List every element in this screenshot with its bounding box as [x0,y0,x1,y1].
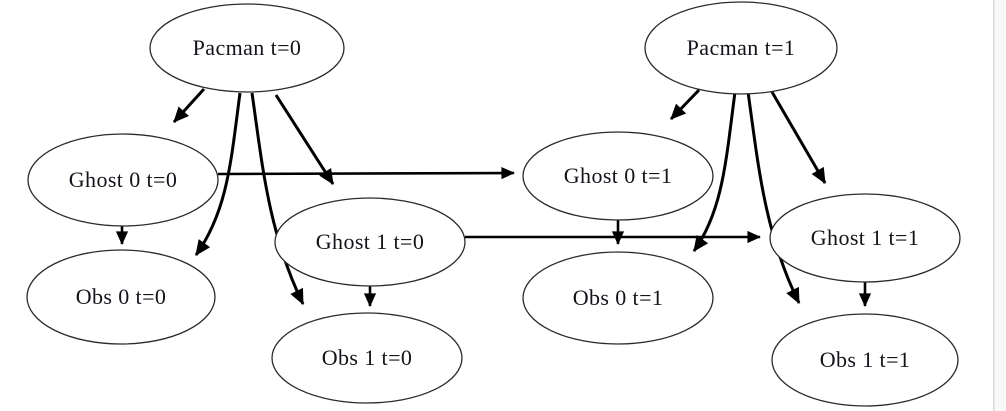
edge-pacman-t1-ghost1-t1 [770,91,827,184]
node-label: Obs 1 t=1 [820,347,911,372]
node-label: Ghost 0 t=1 [564,163,672,188]
node-obs0-t0: Obs 0 t=0 [26,249,216,345]
edge-ghost0-t0-ghost0-t1 [217,166,515,180]
edge-pacman-t1-obs1-t1 [746,91,801,304]
edge-pacman-t0-ghost1-t0 [274,94,335,185]
node-ghost1-t1: Ghost 1 t=1 [769,193,961,283]
node-label: Obs 0 t=1 [573,285,664,310]
node-label: Obs 1 t=0 [322,345,413,370]
node-label: Pacman t=1 [687,35,796,60]
node-label: Ghost 1 t=1 [811,225,919,250]
node-ellipse [26,249,216,345]
edge-pacman-t0-obs0-t0 [194,92,242,256]
edges-group [115,87,872,307]
edge-pacman-t0-ghost0-t0 [172,87,206,124]
node-obs0-t1: Obs 0 t=1 [522,251,714,345]
node-ellipse [149,3,345,93]
node-ellipse [522,131,714,221]
edge-pacman-t0-obs1-t0 [250,92,305,305]
node-label: Ghost 1 t=0 [316,229,424,254]
node-pacman-t0: Pacman t=0 [149,3,345,93]
nodes-group: Pacman t=0 Ghost 0 t=0 Ghost 1 t=0 Obs 0… [26,1,961,407]
node-ellipse [522,251,714,345]
node-ellipse [274,197,466,287]
node-label: Ghost 0 t=0 [69,167,177,192]
node-obs1-t1: Obs 1 t=1 [771,313,959,407]
node-obs1-t0: Obs 1 t=0 [271,312,463,404]
node-ghost1-t0: Ghost 1 t=0 [274,197,466,287]
node-ellipse [271,312,463,404]
node-ellipse [27,133,219,227]
node-ghost0-t1: Ghost 0 t=1 [522,131,714,221]
edge-pacman-t1-ghost0-t1 [669,88,701,121]
node-ellipse [644,1,838,95]
node-ellipse [771,313,959,407]
node-label: Obs 0 t=0 [76,284,167,309]
node-label: Pacman t=0 [193,35,302,60]
node-ellipse [769,193,961,283]
page-margin [994,0,1006,411]
node-ghost0-t0: Ghost 0 t=0 [27,133,219,227]
edge-pacman-t1-obs0-t1 [692,91,737,252]
node-pacman-t1: Pacman t=1 [644,1,838,95]
